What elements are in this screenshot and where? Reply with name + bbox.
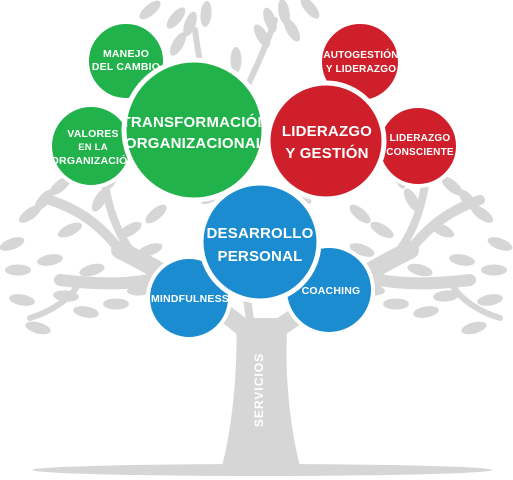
svg-text:Y GESTIÓN: Y GESTIÓN (285, 144, 368, 162)
tree-leaf (57, 222, 83, 238)
tree-leaf (37, 254, 63, 266)
bubble-desarrollo-personal[interactable]: DESARROLLO PERSONAL (198, 180, 322, 304)
bubble-valores-en-la-organizacion[interactable]: VALORES EN LA ORGANIZACIÓN (48, 103, 136, 189)
bubble-label-line: Y GESTIÓN (285, 144, 368, 162)
bubble-label-line: MINDFULNESS (151, 293, 229, 305)
tree-leaf (349, 204, 371, 224)
svg-text:AUTOGESTIÓN: AUTOGESTIÓN (323, 48, 398, 61)
svg-text:COACHING: COACHING (302, 285, 361, 297)
bubble-label-line: CONSCIENTE (386, 147, 454, 158)
bubble-mindfulness[interactable]: MINDFULNESS (146, 255, 232, 341)
tree-leaf (166, 7, 186, 29)
bubble-label-line: AUTOGESTIÓN (323, 48, 398, 61)
tree-leaf (49, 176, 71, 196)
tree-leaf (79, 263, 105, 277)
tree-leaf (300, 0, 320, 19)
bubble-label-line: ORGANIZACIÓN (51, 154, 136, 167)
tree-leaf (407, 263, 433, 277)
tree-ground (32, 464, 492, 476)
tree-leaf (481, 264, 507, 276)
bubble-liderazgo-y-gestion[interactable]: LIDERAZGO Y GESTIÓN (265, 80, 387, 202)
svg-text:PERSONAL: PERSONAL (218, 248, 303, 265)
bubble-liderazgo-consciente[interactable]: LIDERAZGO CONSCIENTE (376, 104, 460, 188)
tree-trunk (222, 318, 300, 466)
tree-leaf (441, 176, 463, 196)
tree-leaf (91, 188, 109, 212)
tree-leaf (349, 243, 375, 257)
tree-leaf (137, 243, 163, 257)
tree-leaf (477, 294, 503, 306)
tree-leaf (413, 306, 439, 318)
bubble-label-line: Y LIDERAZGO (326, 64, 396, 75)
svg-text:LIDERAZGO: LIDERAZGO (282, 123, 372, 140)
svg-text:MINDFULNESS: MINDFULNESS (151, 293, 229, 305)
trunk-label: SERVICIOS (252, 353, 266, 427)
tree-leaf (183, 11, 197, 37)
tree-leaf (73, 306, 99, 318)
bubble-label-line: LIDERAZGO (390, 133, 451, 144)
bubble-label-line: DESARROLLO (207, 225, 314, 242)
tree-leaf (169, 32, 187, 56)
bubble-label-line: COACHING (302, 285, 361, 297)
tree-leaf (461, 321, 487, 335)
bubble-transformacion-organizacional[interactable]: TRANSFORMACIÓN ORGANIZACIONAL (121, 57, 269, 203)
tree-leaves (0, 0, 513, 335)
svg-text:TRANSFORMACIÓN: TRANSFORMACIÓN (122, 113, 269, 131)
svg-text:ORGANIZACIONAL: ORGANIZACIONAL (125, 135, 265, 152)
tree-leaf (53, 290, 79, 302)
tree-leaf (253, 24, 271, 48)
tree-leaf (429, 222, 455, 238)
tree-leaf (283, 18, 301, 42)
green-group: MANEJO DEL CAMBIO VALORES EN LA ORGANIZA… (48, 20, 269, 203)
tree-leaf (230, 47, 242, 73)
tree-leaf (458, 189, 478, 211)
svg-text:DEL CAMBIO: DEL CAMBIO (92, 61, 160, 73)
svg-text:EN LA: EN LA (78, 142, 108, 153)
bubble-label-line: ORGANIZACIONAL (125, 135, 265, 152)
bubble-label-line: VALORES (67, 128, 118, 140)
tree-leaf (449, 254, 475, 266)
tree-leaf (5, 264, 31, 276)
blue-group: MINDFULNESS COACHING DESARROLLO PERSONAL (146, 180, 375, 341)
red-group: AUTOGESTIÓN Y LIDERAZGO LIDERAZGO CONSCI… (265, 20, 460, 202)
tree-leaf (103, 298, 129, 310)
tree-leaf (34, 189, 54, 211)
bubble-label-line: TRANSFORMACIÓN (122, 113, 269, 131)
tree-leaf (145, 204, 167, 224)
tree-leaf (370, 221, 394, 239)
svg-text:ORGANIZACIÓN: ORGANIZACIÓN (51, 154, 136, 167)
tree-leaf (118, 221, 142, 239)
tree-leaf (263, 7, 277, 33)
bubble-label-line: EN LA (78, 142, 108, 153)
bubble-label-line: PERSONAL (218, 248, 303, 265)
bubble-label-line: DEL CAMBIO (92, 61, 160, 73)
svg-text:VALORES: VALORES (67, 128, 118, 140)
tree-leaf (403, 188, 421, 212)
tree-leaf (9, 294, 35, 306)
tree-leaf (433, 290, 459, 302)
svg-text:LIDERAZGO: LIDERAZGO (390, 133, 451, 144)
tree-leaf (139, 0, 161, 20)
tree-leaf (0, 237, 25, 251)
svg-text:CONSCIENTE: CONSCIENTE (386, 147, 454, 158)
bubble-label-line: LIDERAZGO (282, 123, 372, 140)
tree-leaf (383, 298, 409, 310)
svg-text:Y LIDERAZGO: Y LIDERAZGO (326, 64, 396, 75)
tree-leaf (487, 237, 513, 251)
tree-leaf (25, 321, 51, 335)
svg-text:MANEJO: MANEJO (103, 48, 149, 60)
bubble-label-line: MANEJO (103, 48, 149, 60)
tree-leaf (200, 1, 212, 27)
svg-text:DESARROLLO: DESARROLLO (207, 225, 314, 242)
